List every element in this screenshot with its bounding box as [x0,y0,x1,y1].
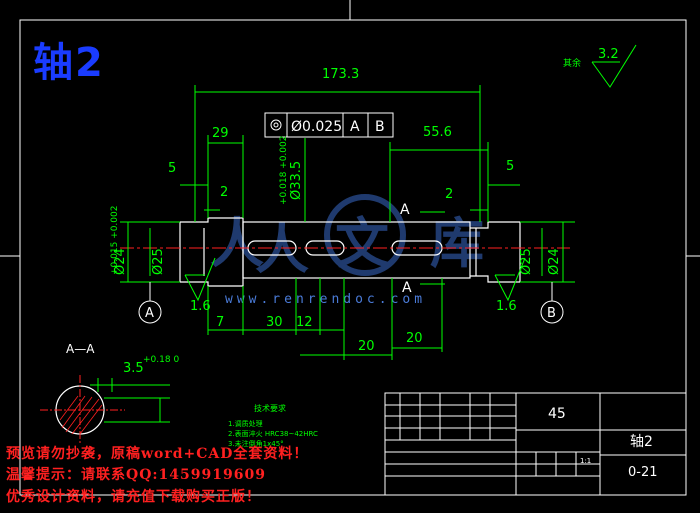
datum-b-label: B [547,306,556,321]
roughness-value: 3.2 [598,47,619,62]
dim-right-chamfer: 5 [506,159,514,174]
notes-item-2: 2.表面淬火 HRC38~42HRC [228,429,318,438]
watermark-logo: 人 人 文 库 [210,194,484,281]
outer-frame [19,19,687,496]
watermark-url: www.renrendoc.com [225,292,426,307]
titleblock-scale: 1:1 [580,457,591,465]
dim-keyway-tol: +0.18 0 [143,355,179,365]
dim-left-tol: +0.015 +0.002 [110,206,120,275]
dim-keyway: 3.5 [123,361,144,376]
notes-heading: 技术要求 [254,403,286,413]
dim-right-groove: Ø24 [547,248,562,275]
section-label: A—A [66,342,95,356]
dim-right-step: 55.6 [423,125,452,140]
section-cut-a-top: A [400,202,410,218]
notes-item-1: 1.调质处理 [228,419,263,428]
title-block [384,392,687,496]
dim-left-step: 29 [212,126,229,141]
shaft-outline [179,217,521,287]
runout-datum-b: B [375,119,385,135]
dim-bottom-20b: 20 [406,331,423,346]
dim-bottom-30: 30 [266,315,283,330]
roughness-label: 其余 [563,57,581,69]
titleblock-name: 轴2 [630,434,653,450]
svg-text:人: 人 [255,218,309,281]
dim-center-dia: Ø33.5 [289,161,304,200]
dim-left-ra: 1.6 [190,299,211,314]
dim-right-ra: 1.6 [496,299,517,314]
overlay-line-3: 优秀设计资料，请充值下载购买正版！ [6,489,261,505]
titleblock-material: 45 [548,406,566,422]
section-cut-a-bottom: A [402,280,412,296]
runout-frame [264,112,394,138]
section-view [40,375,125,445]
titleblock-code: 0-21 [628,465,658,480]
datum-a-label: A [145,306,154,321]
runout-datum-a: A [350,119,360,135]
dim-bottom-12: 12 [296,315,313,330]
dim-right-dia: Ø25 [519,248,534,275]
dim-left-chamfer: 5 [168,161,176,176]
overlay-line-1: 预览请勿抄袭，原稿word+CAD全套资料！ [6,446,309,462]
dim-bottom-20a: 20 [358,339,375,354]
dim-bottom-7: 7 [216,315,224,330]
dim-right-2: 2 [445,187,453,202]
overlay-line-2: 温馨提示：请联系QQ:1459919609 [6,467,266,483]
dim-center-tol: +0.018 +0.002 [279,136,289,205]
runout-value: Ø0.025 [291,119,342,135]
dim-left-2: 2 [220,185,228,200]
dim-left-dia: Ø25 [151,248,166,275]
drawing-title: 轴2 [33,40,105,86]
notes-item-3: 3.未注倒角1x45° [228,439,284,448]
dim-left-groove: Ø24 [113,248,128,275]
tech-notes: 技术要求 1.调质处理 2.表面淬火 HRC38~42HRC 3.未注倒角1x4… [228,403,318,448]
dim-overall: 173.3 [322,67,359,82]
